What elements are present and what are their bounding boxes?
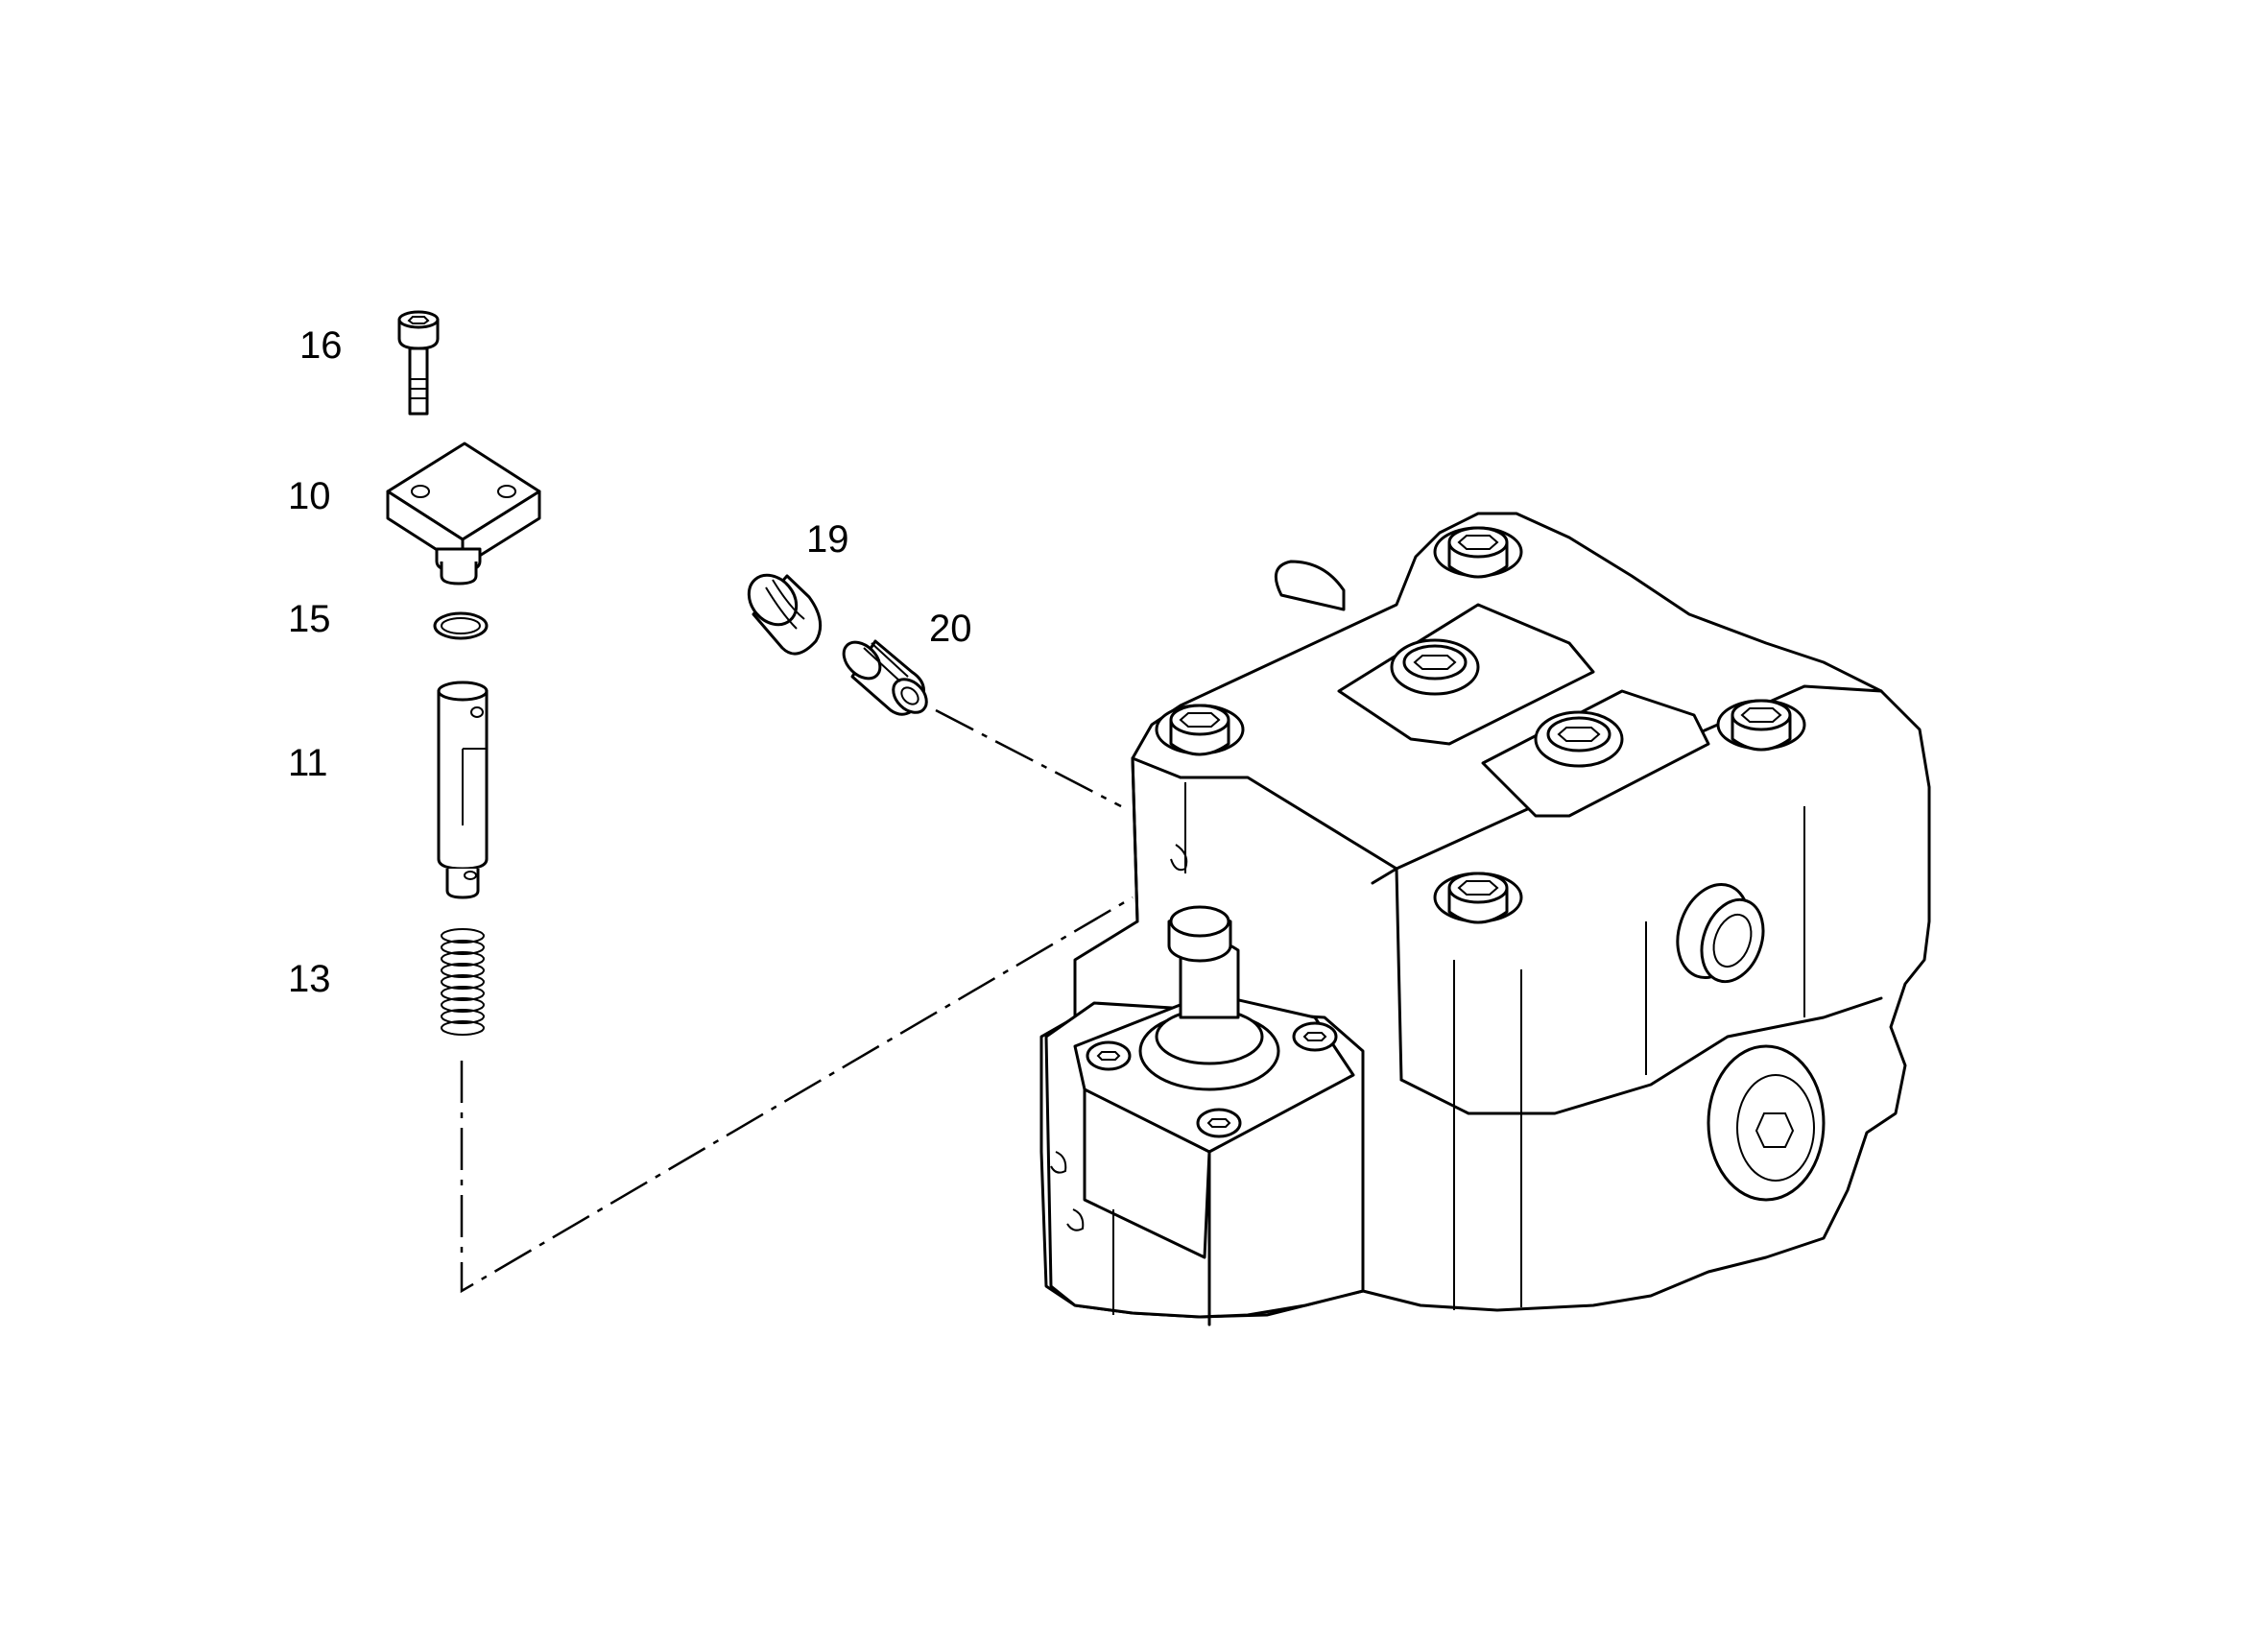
callout-13: 13: [288, 958, 331, 1000]
part-20-threaded-plug: [842, 639, 928, 716]
side-fitting: [1676, 883, 1765, 984]
block-screw-2: [1292, 1021, 1338, 1052]
assembly-line-20: [935, 708, 1122, 808]
part-19-plug: [747, 573, 823, 656]
part-15-o-ring: [433, 611, 489, 640]
callout-19: 19: [806, 518, 849, 561]
housing-bolt-1: [1433, 526, 1523, 579]
callout-16: 16: [299, 324, 343, 367]
assembly-line-13: [460, 896, 1134, 1294]
callout-20: 20: [929, 608, 972, 650]
callout-10: 10: [288, 475, 331, 517]
valve-block: [1044, 905, 1365, 1326]
part-10-cover-plate: [386, 442, 541, 586]
housing-bolt-4: [1433, 872, 1523, 924]
housing-bolt-2: [1155, 704, 1245, 756]
pump-housing: [1039, 512, 1931, 1326]
housing-bolt-5: [1390, 638, 1480, 696]
callout-15: 15: [288, 598, 331, 640]
block-screw-1: [1086, 1040, 1132, 1071]
housing-bolt-3: [1716, 699, 1806, 752]
part-11-piston: [437, 681, 489, 899]
housing-bolt-6: [1534, 710, 1624, 768]
hex-socket-plug: [1707, 1044, 1826, 1202]
part-13-spring: [441, 928, 485, 1036]
callout-11: 11: [288, 742, 328, 784]
block-screw-3: [1196, 1108, 1242, 1138]
part-16-cap-screw: [397, 310, 440, 416]
